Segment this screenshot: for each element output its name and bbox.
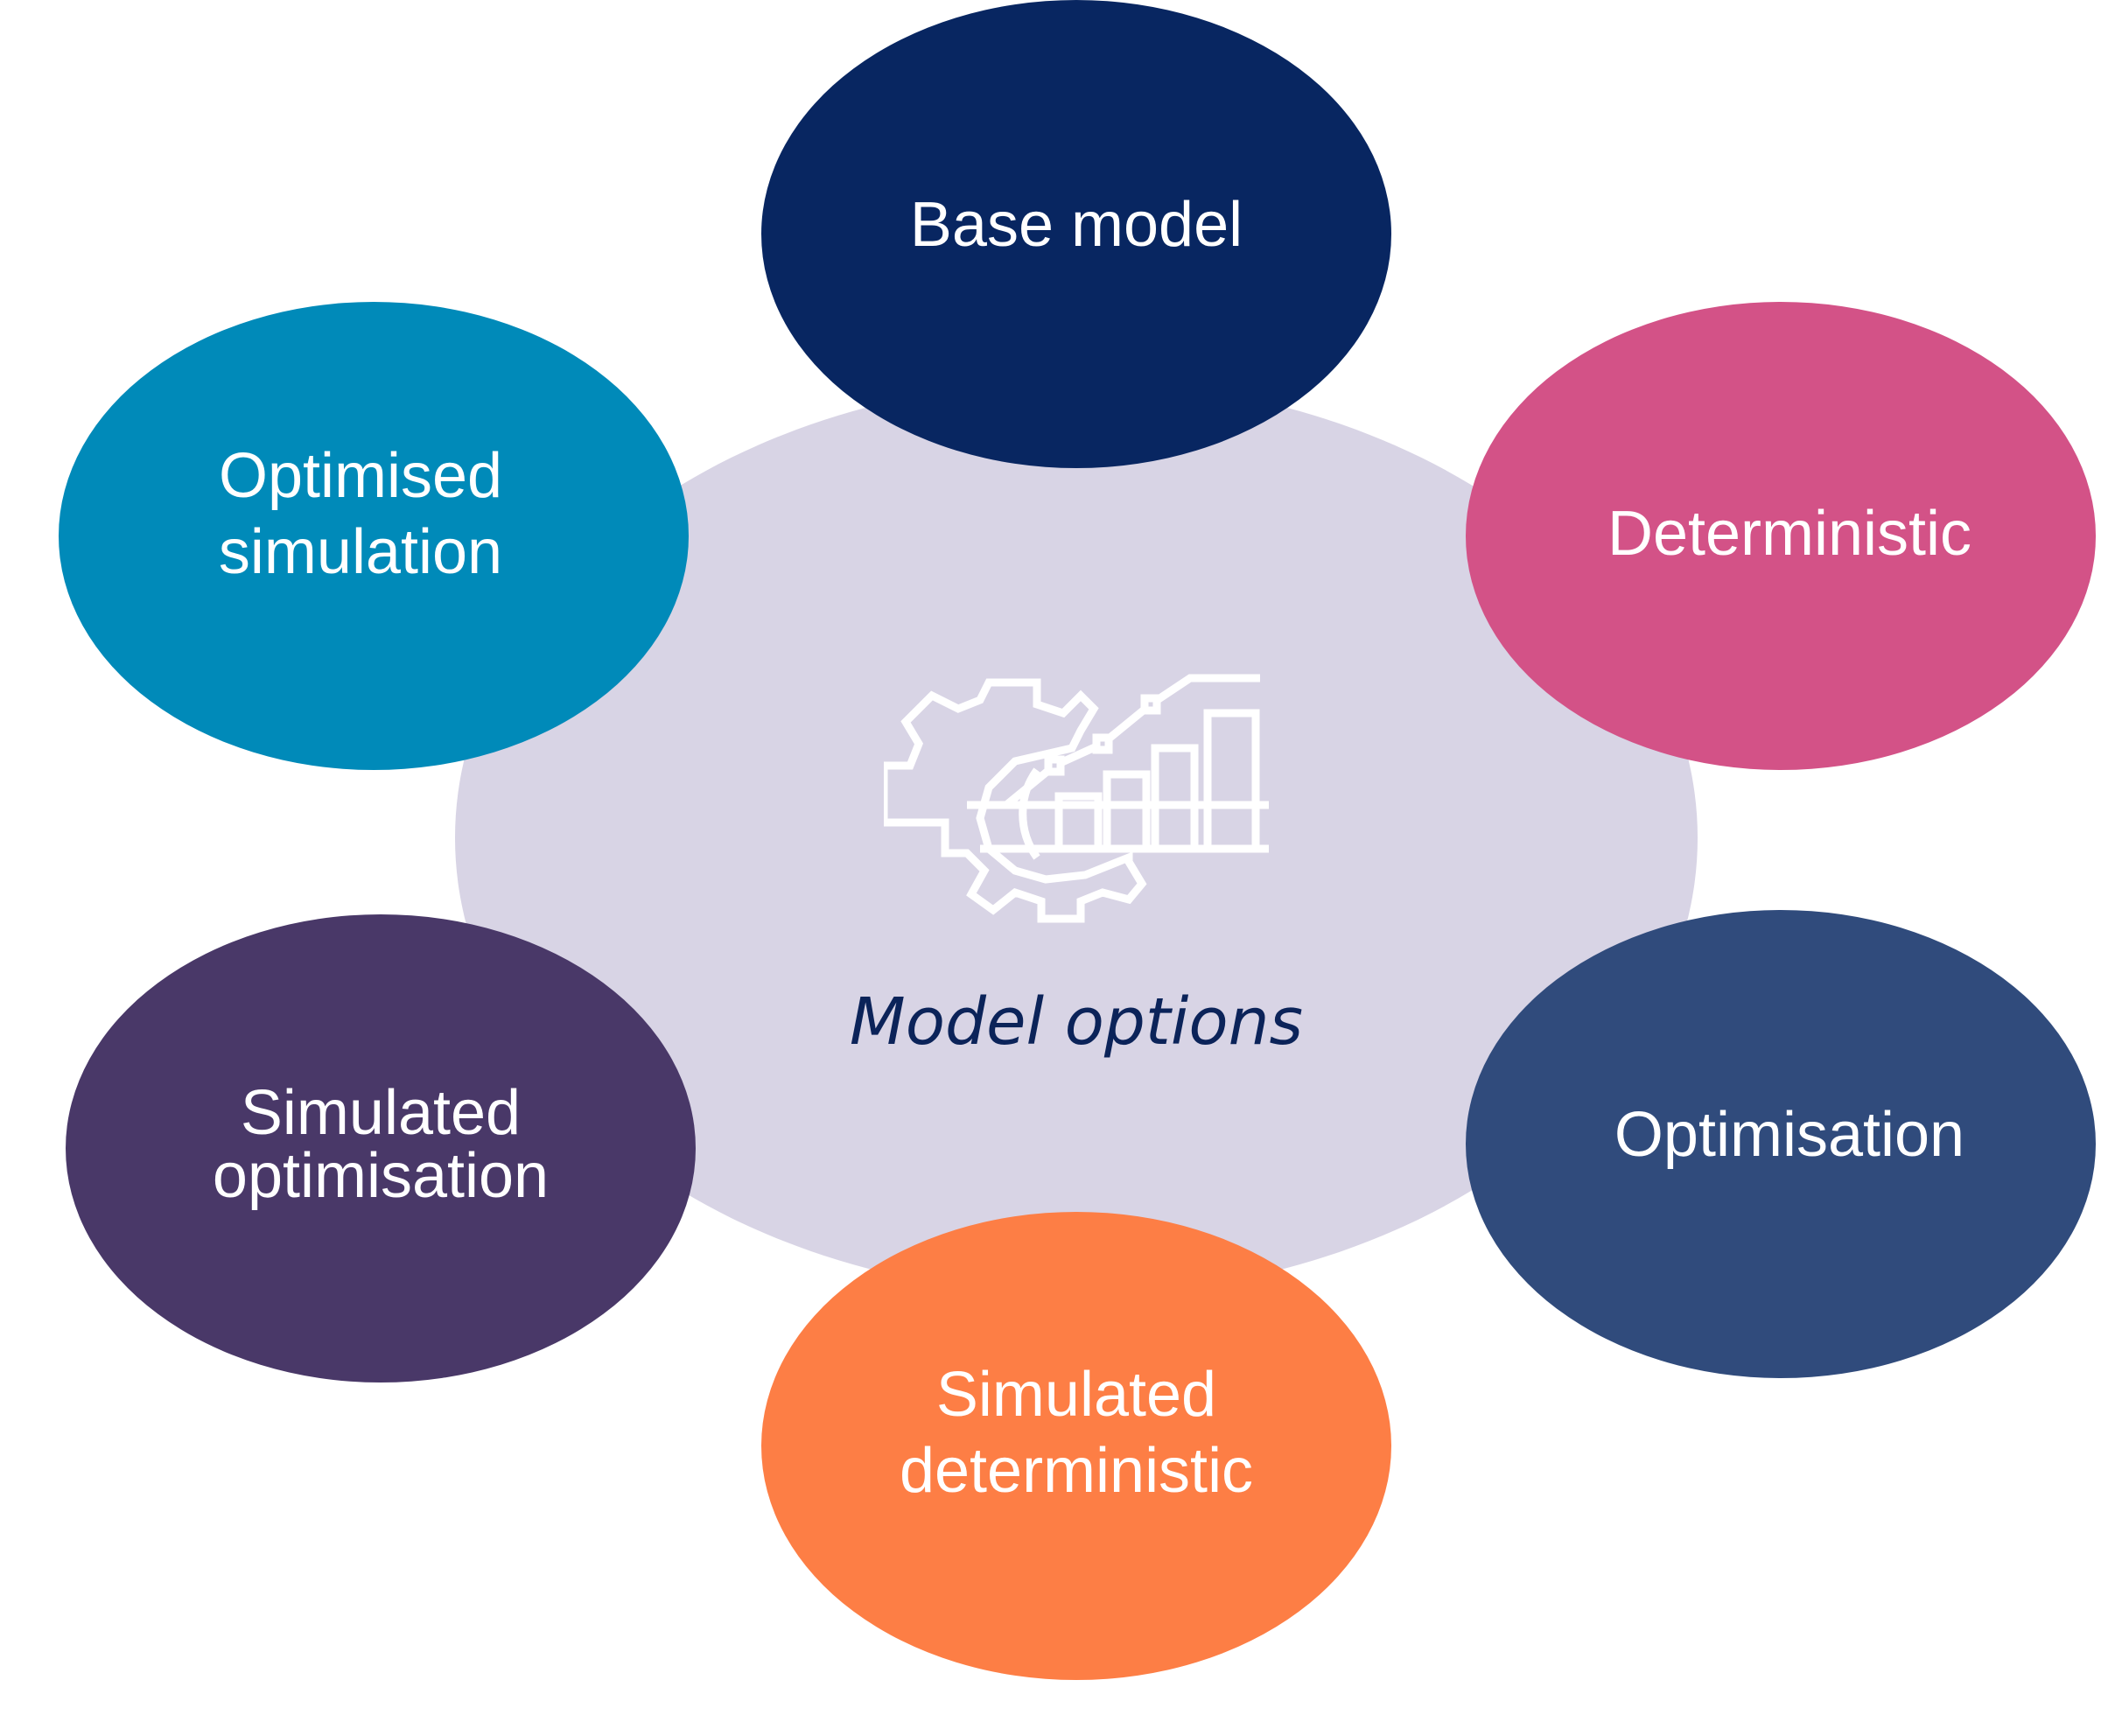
gear-chart-icon [884, 674, 1269, 923]
option-simulated-optimisation: Simulated optimisation [66, 914, 696, 1382]
chart-bar-3 [1151, 744, 1199, 853]
option-optimised-simulation: Optimised simulation [59, 302, 689, 770]
option-simulated-deterministic: Simulated deterministic [761, 1212, 1391, 1680]
option-label: Simulated optimisation [212, 1077, 550, 1211]
trend-marker-2 [1092, 733, 1113, 754]
hub-title: Model options [849, 984, 1304, 1060]
option-deterministic: Deterministic [1466, 302, 2096, 770]
option-label: Simulated deterministic [899, 1360, 1254, 1506]
option-label: Optimised simulation [218, 441, 503, 587]
chart-bar-4 [1203, 709, 1260, 853]
gear-outline [884, 678, 1147, 923]
trend-marker-1 [1044, 755, 1065, 776]
chart-bar-2 [1103, 770, 1151, 853]
trend-marker-3 [1140, 694, 1161, 715]
option-optimisation: Optimisation [1466, 910, 2096, 1378]
option-label: Optimisation [1614, 1100, 1965, 1171]
trend-line [1004, 674, 1260, 808]
option-label: Deterministic [1607, 498, 1972, 569]
option-base-model: Base model [761, 0, 1391, 468]
chart-bar-1 [1054, 792, 1103, 853]
option-label: Base model [909, 190, 1243, 261]
